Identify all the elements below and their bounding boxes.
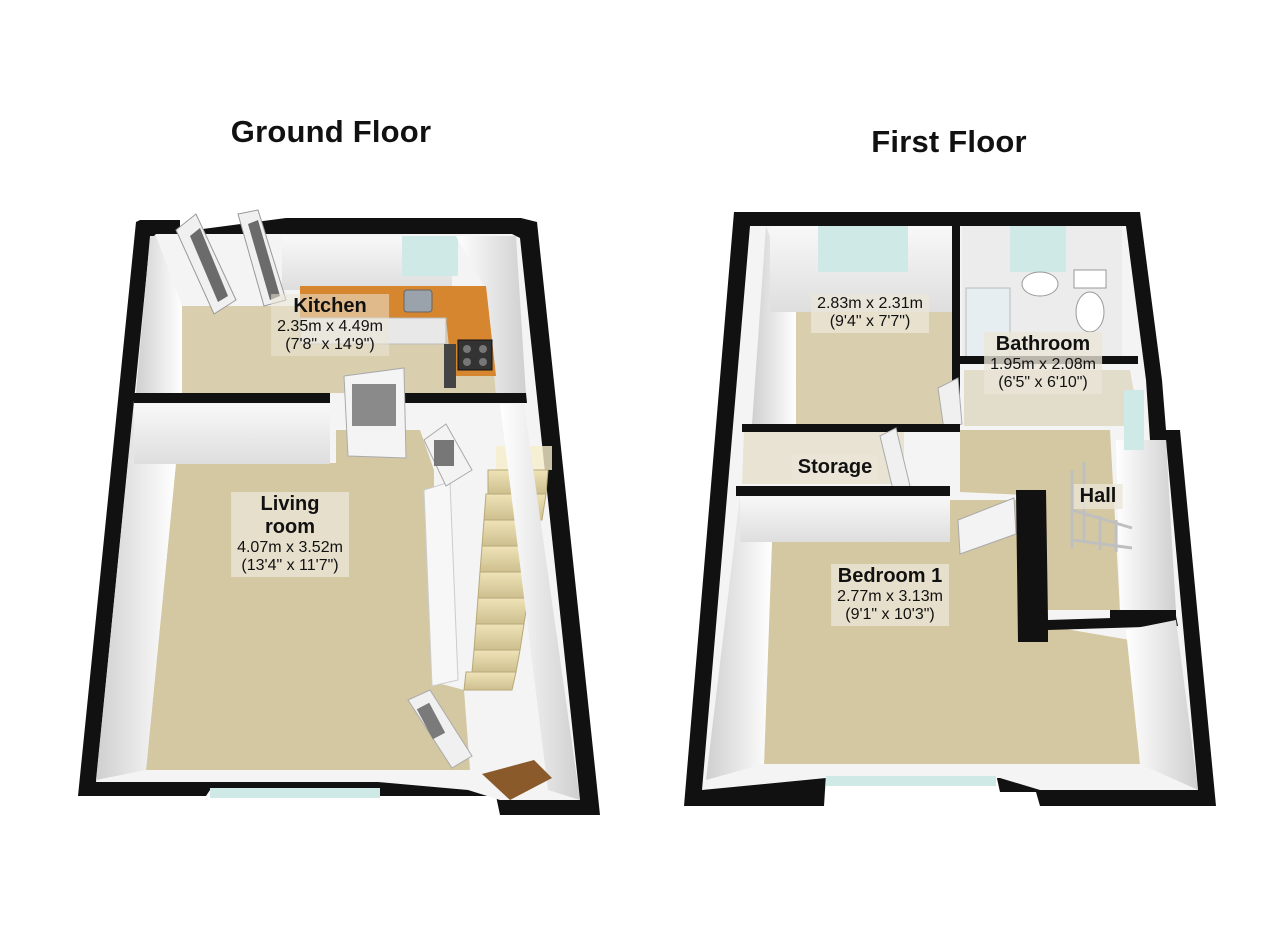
bedroom-1-dim-metric: 2.77m x 3.13m [837, 588, 943, 605]
living-room-dim-metric: 4.07m x 3.52m [237, 539, 343, 556]
kitchen-living-partition [134, 393, 330, 403]
bathroom-dim-metric: 1.95m x 2.08m [990, 356, 1096, 373]
bathroom-name: Bathroom [995, 333, 1091, 355]
kitchen-sink [403, 289, 433, 313]
living-room-window [210, 788, 380, 798]
kitchen-dim-metric: 2.35m x 4.49m [277, 318, 383, 335]
bathroom-basin [1021, 271, 1059, 297]
kitchen-right-wall [456, 236, 526, 395]
bedroom-1-left-wall [706, 496, 772, 780]
first-floor-title: First Floor [871, 124, 1027, 159]
front-door [482, 760, 552, 800]
kitchen-oven [444, 344, 456, 388]
storage-name: Storage [797, 456, 873, 478]
storage-label: Storage [791, 455, 879, 480]
living-room-label: Living room 4.07m x 3.52m (13'4" x 11'7"… [231, 492, 349, 577]
living-back-wall [134, 404, 330, 464]
living-left-wall [96, 404, 176, 780]
bedroom-1-window [826, 776, 996, 786]
first-floor-plan [684, 212, 1216, 806]
bedroom-1-label: Bedroom 1 2.77m x 3.13m (9'1" x 10'3") [831, 564, 949, 626]
hall-label: Hall [1073, 484, 1123, 509]
living-room-name-line1: Living [260, 493, 320, 515]
bedroom-2-floor [796, 312, 952, 424]
bedroom-1-right-wall [1126, 620, 1198, 790]
bedroom-1-dim-imperial: (9'1" x 10'3") [845, 606, 935, 624]
kitchen-left-wall [136, 236, 182, 393]
bedroom-1-hall-partition [1016, 490, 1178, 642]
living-room-name-line2: room [264, 516, 315, 538]
stair-partition-wall [423, 481, 459, 687]
kitchen-dim-imperial: (7'8" x 14'9") [285, 336, 375, 354]
bedroom-1-back-wall [740, 496, 950, 542]
hall-floor [960, 430, 1120, 610]
hall-window [1124, 390, 1144, 450]
hall-right-wall [1116, 440, 1176, 612]
kitchen-label: Kitchen 2.35m x 4.49m (7'8" x 14'9") [271, 294, 389, 356]
ground-floor-title: Ground Floor [230, 114, 432, 149]
living-room-floor [146, 430, 470, 770]
bedroom-2-left-wall [752, 226, 796, 424]
bedroom-2-dim-metric: 2.83m x 2.31m [817, 295, 923, 312]
bedroom-1-name: Bedroom 1 [837, 565, 943, 587]
bathroom-window [1010, 226, 1066, 272]
bedroom-2-label: 2.83m x 2.31m (9'4" x 7'7") [811, 294, 929, 333]
hallway-right-wall [500, 404, 580, 800]
hall-name: Hall [1079, 485, 1117, 507]
kitchen-hob [457, 339, 493, 371]
bathroom-dim-imperial: (6'5" x 6'10") [998, 374, 1088, 392]
kitchen-name: Kitchen [293, 295, 367, 317]
bathroom-door [937, 377, 963, 431]
bedroom-2-dim-imperial: (9'4" x 7'7") [829, 313, 911, 331]
bedroom-2-window [818, 226, 908, 272]
bathroom-label: Bathroom 1.95m x 2.08m (6'5" x 6'10") [984, 332, 1102, 394]
kitchen-window [402, 236, 458, 276]
bathroom-toilet-cistern [1073, 269, 1107, 289]
bedroom-1-door [957, 497, 1017, 555]
living-room-dim-imperial: (13'4" x 11'7") [241, 557, 339, 575]
bedroom-2-bathroom-partition [952, 216, 960, 426]
bathroom-toilet [1075, 291, 1105, 333]
